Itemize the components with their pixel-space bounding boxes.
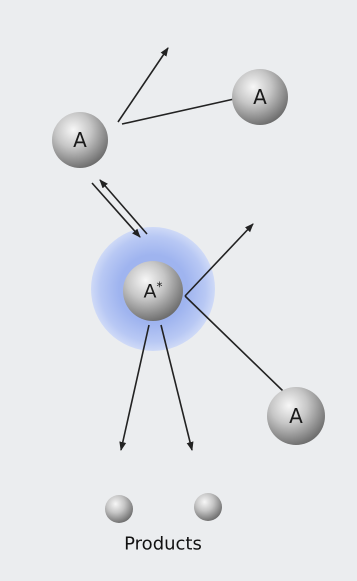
label-activated-molecule: A* (144, 279, 163, 302)
products-label: Products (124, 534, 202, 555)
activation-asterisk: * (157, 279, 163, 293)
label-molecule-top-right: A (253, 85, 267, 109)
product-sphere-right (194, 493, 222, 521)
arrow-activation (92, 183, 140, 237)
product-sphere-left (105, 495, 133, 523)
arrow-deactivating-collision-in (185, 296, 283, 391)
label-molecule-bottom-right: A (289, 404, 303, 428)
arrow-deactivation (100, 180, 147, 234)
label-molecule-top-left: A (73, 128, 87, 152)
arrow-collision-out (118, 48, 168, 122)
